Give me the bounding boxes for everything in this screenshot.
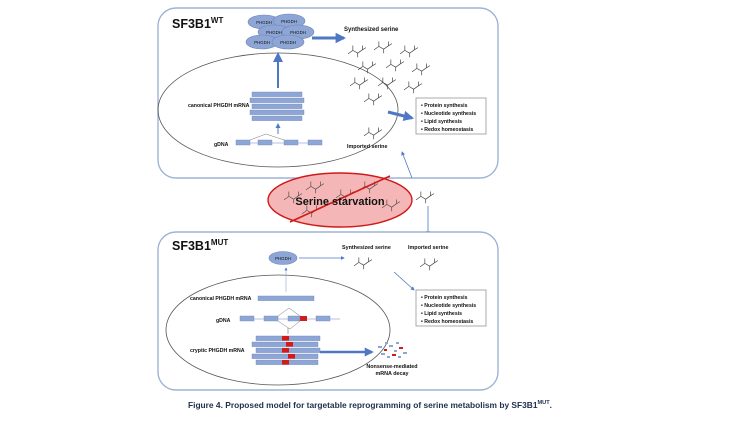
mut-cryptic-mrna-label: cryptic PHGDH mRNA <box>190 348 245 354</box>
serine-starvation: Serine starvation <box>267 172 413 228</box>
svg-text:PHGDH: PHGDH <box>280 40 296 45</box>
svg-text:• Nucleotide synthesis: • Nucleotide synthesis <box>421 303 476 309</box>
mut-cryptic-mrna-stack <box>251 335 321 365</box>
svg-text:PHGDH: PHGDH <box>281 19 297 24</box>
mut-gdna-label: gDNA <box>216 318 231 324</box>
wt-mrna-stack <box>249 91 305 121</box>
nmd-debris-icon <box>378 342 407 358</box>
starvation-strike-line <box>289 175 391 223</box>
mut-gdna-mutation <box>300 316 307 321</box>
svg-text:PHGDH: PHGDH <box>266 30 282 35</box>
mut-synth-serine-label: Synthesized serine <box>342 245 391 251</box>
wt-arrow-serine-to-outcomes <box>387 110 415 122</box>
wt-phgdh-blob: PHGDH <box>272 13 306 29</box>
mut-outcomes-list: • Protein synthesis • Nucleotide synthes… <box>421 295 476 325</box>
svg-text:• Nucleotide synthesis: • Nucleotide synthesis <box>421 111 476 117</box>
svg-text:PHGDH: PHGDH <box>254 40 270 45</box>
mut-canonical-mrna-label: canonical PHGDH mRNA <box>190 296 252 302</box>
wt-panel: SF3B1WT PHGDH PHGDH PHGDH PHGDH PHGDH PH… <box>157 7 499 179</box>
mut-canonical-mrna-bar <box>257 295 315 301</box>
wt-phgdh-cluster: PHGDH PHGDH PHGDH PHGDH PHGDH PHGDH <box>245 13 315 50</box>
mut-imported-serine-label: Imported serine <box>408 245 448 251</box>
wt-gdna-label: gDNA <box>214 142 229 148</box>
mut-gdna-track <box>239 307 340 330</box>
mut-phgdh-blob: PHGDH <box>268 251 298 265</box>
external-serine-molecule <box>415 191 435 204</box>
svg-text:PHGDH: PHGDH <box>275 256 291 261</box>
svg-text:• Protein synthesis: • Protein synthesis <box>421 103 468 109</box>
nmd-label-line1: Nonsense-mediated <box>366 364 417 370</box>
svg-text:• Lipid synthesis: • Lipid synthesis <box>421 119 462 125</box>
starvation-ellipse <box>267 172 413 228</box>
starvation-label: Serine starvation <box>295 196 385 208</box>
mut-arrow-serine-to-outcomes <box>393 271 415 291</box>
figure-caption: Figure 4. Proposed model for targetable … <box>188 400 552 410</box>
wt-imported-serine-label: Imported serine <box>347 144 387 150</box>
mut-outcomes-box <box>415 289 487 327</box>
wt-panel-title: SF3B1WT <box>172 16 223 31</box>
wt-gdna-track <box>235 133 323 146</box>
wt-phgdh-blob: PHGDH <box>271 34 305 50</box>
mut-nucleus <box>165 274 391 386</box>
wt-outcomes-list: • Protein synthesis • Nucleotide synthes… <box>421 103 476 133</box>
arrow-external-to-wt-import <box>401 151 413 179</box>
mut-panel-title: SF3B1MUT <box>172 238 228 253</box>
svg-text:PHGDH: PHGDH <box>256 20 272 25</box>
mut-panel: SF3B1MUT PHGDH Synthesized serine Import… <box>157 231 499 391</box>
svg-text:PHGDH: PHGDH <box>290 30 306 35</box>
nmd-label-line2: mRNA decay <box>375 371 408 377</box>
wt-panel-border <box>157 7 499 179</box>
svg-text:• Redox homeostasis: • Redox homeostasis <box>421 319 473 325</box>
wt-synth-serine-label: Synthesized serine <box>344 27 399 33</box>
svg-text:• Protein synthesis: • Protein synthesis <box>421 295 468 301</box>
svg-text:• Lipid synthesis: • Lipid synthesis <box>421 311 462 317</box>
svg-text:• Redox homeostasis: • Redox homeostasis <box>421 127 473 133</box>
wt-outcomes-box <box>415 97 487 135</box>
mut-panel-border <box>157 231 499 391</box>
wt-canonical-mrna-label: canonical PHGDH mRNA <box>188 103 250 109</box>
